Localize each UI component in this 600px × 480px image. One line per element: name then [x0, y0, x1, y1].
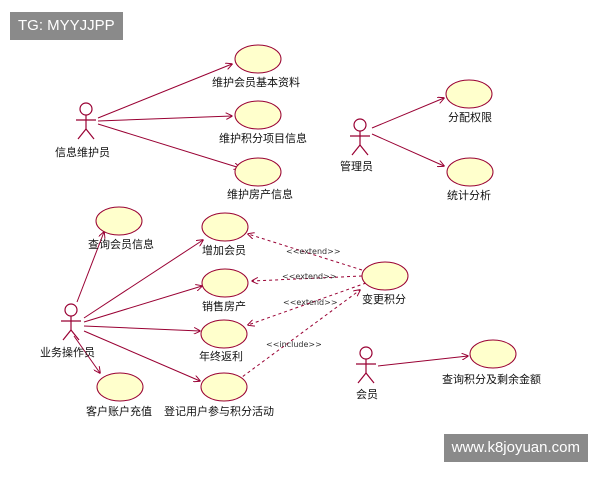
assoc-admin-permissions: [371, 98, 444, 129]
usecase-maintain-member-info: [234, 44, 282, 74]
usecase-shapes: [95, 44, 517, 402]
actor-admin-label: 管理员: [340, 159, 373, 173]
usecase-label-statistics: 统计分析: [447, 188, 491, 202]
usecase-sell-property: [201, 268, 249, 298]
include-line-register: [237, 290, 360, 381]
actor-operator-figure: [61, 303, 81, 341]
actor-info-maintainer-label: 信息维护员: [55, 145, 110, 159]
usecase-label-year-end-rebate: 年终返利: [199, 349, 243, 363]
watermark-top-left: TG: MYYJJPP: [10, 12, 123, 40]
assoc-operator-add-member: [83, 240, 203, 319]
assoc-operator-register-activity: [83, 330, 200, 381]
extend-line-sell-property: [252, 275, 363, 281]
usecase-label-change-points: 变更积分: [362, 292, 406, 306]
usecase-label-assign-permissions: 分配权限: [448, 111, 492, 124]
assoc-maintainer-points-items: [97, 116, 232, 122]
extend-line-add-member: [248, 234, 363, 271]
dependency-labels: <<extend>> <<extend>> <<extend>> <<inclu…: [266, 247, 341, 349]
extend-line-rebate: [248, 282, 367, 325]
usecase-query-points-balance: [469, 339, 517, 369]
assoc-maintainer-member-info: [97, 64, 232, 119]
assoc-operator-rebate: [83, 325, 200, 331]
actor-member-figure: [356, 346, 376, 384]
usecase-year-end-rebate: [200, 319, 248, 349]
associations: [73, 64, 468, 381]
usecase-label-maintain-points-items: 维护积分项目信息: [219, 131, 307, 145]
actor-figures: [61, 102, 376, 384]
usecase-register-activity: [200, 372, 248, 402]
usecase-assign-permissions: [445, 79, 493, 109]
usecase-label-account-recharge: 客户账户充值: [86, 404, 152, 418]
usecase-statistics: [446, 157, 494, 187]
usecase-query-member-info: [95, 206, 143, 236]
assoc-operator-sell-property: [83, 286, 202, 323]
usecase-label-register-activity: 登记用户参与积分活动: [164, 404, 274, 418]
usecase-label-maintain-property-info: 维护房产信息: [227, 187, 293, 201]
assoc-admin-statistics: [371, 133, 444, 166]
actor-operator-label: 业务操作员: [40, 345, 95, 359]
watermark-bottom-right: www.k8joyuan.com: [443, 434, 588, 462]
include-label: <<include>>: [266, 340, 322, 349]
assoc-maintainer-property-info: [97, 123, 240, 168]
assoc-operator-query-member: [76, 232, 104, 303]
usecase-label-add-member: 增加会员: [202, 243, 246, 257]
usecase-maintain-property-info: [234, 157, 282, 187]
actor-info-maintainer-figure: [76, 102, 96, 140]
actor-labels: 信息维护员 管理员 业务操作员 会员: [40, 145, 378, 401]
usecase-account-recharge: [96, 372, 144, 402]
actor-member-label: 会员: [356, 388, 378, 401]
dependencies: [237, 234, 367, 381]
usecase-label-query-points-balance: 查询积分及剩余金额: [442, 372, 541, 386]
assoc-member-query-balance: [377, 356, 468, 367]
extend-label: <<extend>>: [286, 247, 341, 256]
usecase-change-points: [361, 261, 409, 291]
usecase-labels: 维护会员基本资料 维护积分项目信息 维护房产信息 分配权限 统计分析 查询会员信…: [86, 75, 541, 418]
assoc-operator-recharge: [73, 335, 100, 373]
usecase-maintain-points-items: [234, 100, 282, 130]
usecase-label-sell-property: 销售房产: [202, 299, 246, 313]
actor-admin-figure: [350, 118, 370, 156]
usecase-add-member: [201, 212, 249, 242]
usecase-label-query-member-info: 查询会员信息: [88, 237, 154, 251]
usecase-label-maintain-member-info: 维护会员基本资料: [212, 75, 300, 89]
extend-label: <<extend>>: [282, 272, 337, 281]
extend-label: <<extend>>: [283, 298, 338, 307]
